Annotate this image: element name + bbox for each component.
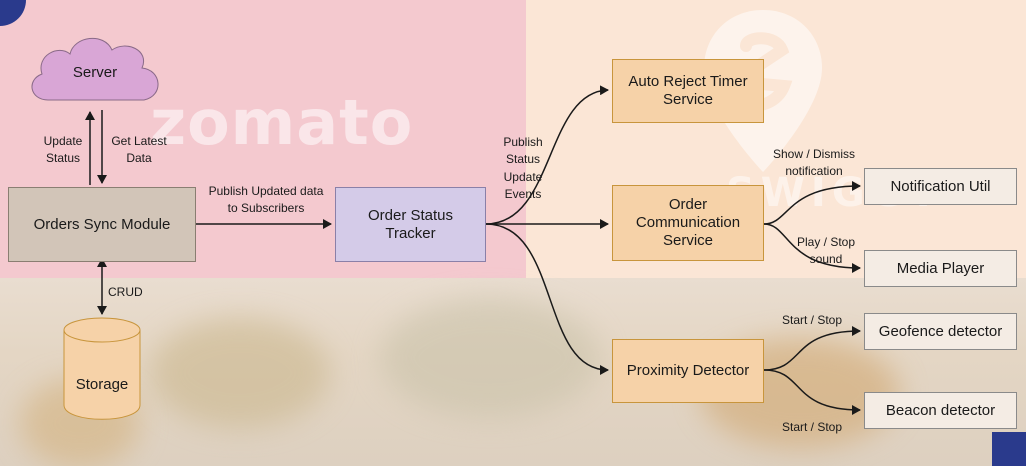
order-status-tracker-label: Order Status Tracker xyxy=(367,206,454,242)
orders-sync-module-label: Orders Sync Module xyxy=(33,215,171,233)
orders-sync-module-node: Orders Sync Module xyxy=(8,187,196,262)
crud-label: CRUD xyxy=(108,285,143,299)
geofence-detector-label: Geofence detector xyxy=(878,322,1003,340)
media-player-label: Media Player xyxy=(896,259,985,277)
edge-to-beacon xyxy=(763,369,861,415)
server-label: Server xyxy=(72,64,118,81)
storage-label: Storage xyxy=(75,376,129,393)
update-status-label: Update Status xyxy=(43,134,83,166)
edge-to-proximity xyxy=(485,223,609,375)
notification-util-label: Notification Util xyxy=(890,177,991,195)
zomato-watermark: zomato xyxy=(150,86,414,159)
order-communication-node: Order Communication Service xyxy=(612,185,764,261)
beacon-detector-node: Beacon detector xyxy=(864,392,1017,429)
media-player-node: Media Player xyxy=(864,250,1017,287)
food-blur-1 xyxy=(150,318,330,428)
play-stop-label: Play / Stop sound xyxy=(796,235,856,267)
edge-to-geofence xyxy=(763,326,861,371)
order-status-tracker-node: Order Status Tracker xyxy=(335,187,486,262)
edge-to-notification xyxy=(763,181,861,225)
beacon-detector-label: Beacon detector xyxy=(885,401,996,419)
storage-cylinder xyxy=(63,317,141,420)
edge-to-auto-reject xyxy=(485,85,609,225)
order-communication-label: Order Communication Service xyxy=(635,196,741,249)
edge-to-media xyxy=(763,223,861,273)
show-dismiss-label: Show / Dismiss notification xyxy=(772,147,855,179)
publish-updated-label: Publish Updated data to Subscribers xyxy=(208,184,324,216)
corner-accent-bottom-right xyxy=(992,432,1026,466)
proximity-detector-node: Proximity Detector xyxy=(612,339,764,403)
start-stop-geofence-label: Start / Stop xyxy=(782,313,843,327)
notification-util-node: Notification Util xyxy=(864,168,1017,205)
server-cloud xyxy=(31,37,159,101)
publish-events-label: Publish Status Update Events xyxy=(503,135,543,202)
auto-reject-timer-label: Auto Reject Timer Service xyxy=(628,73,748,108)
auto-reject-timer-node: Auto Reject Timer Service xyxy=(612,59,764,123)
get-latest-data-label: Get Latest Data xyxy=(111,134,167,166)
start-stop-beacon-label: Start / Stop xyxy=(782,420,843,434)
proximity-detector-label: Proximity Detector xyxy=(626,362,750,379)
food-blur-2 xyxy=(380,298,600,418)
geofence-detector-node: Geofence detector xyxy=(864,313,1017,350)
